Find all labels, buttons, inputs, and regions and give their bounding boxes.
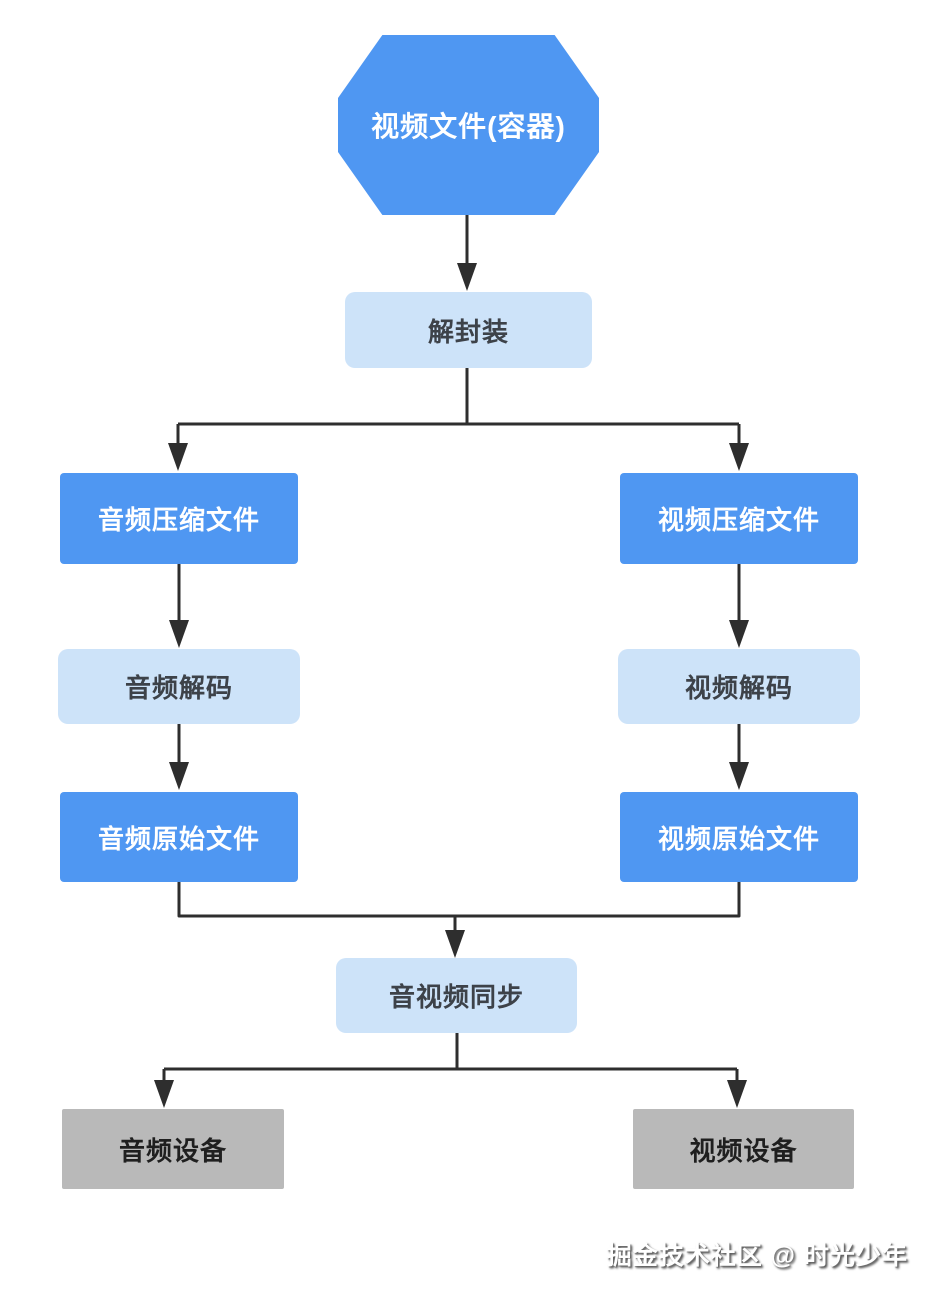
node-video-device: 视频设备	[633, 1109, 854, 1189]
node-av-sync: 音视频同步	[336, 958, 577, 1033]
arrowhead-icon	[154, 1080, 174, 1108]
node-label: 音频设备	[118, 1135, 227, 1166]
arrowheads	[154, 263, 749, 1108]
arrowhead-icon	[445, 930, 465, 958]
watermark-text: 掘金技术社区 @ 时光少年	[606, 1242, 908, 1270]
arrowhead-icon	[727, 1080, 747, 1108]
arrowhead-icon	[169, 762, 189, 790]
node-label: 视频压缩文件	[657, 505, 820, 535]
node-label: 视频解码	[684, 673, 793, 703]
node-video-file-container: 视频文件(容器)	[338, 35, 599, 215]
connector-lines	[162, 215, 741, 1080]
arrowhead-icon	[729, 443, 749, 471]
node-label: 视频原始文件	[657, 823, 820, 854]
node-audio-decode: 音频解码	[58, 649, 300, 724]
node-demux: 解封装	[345, 292, 592, 368]
node-label: 音频原始文件	[97, 823, 260, 854]
arrowhead-icon	[169, 620, 189, 648]
node-video-raw-file: 视频原始文件	[620, 792, 858, 882]
node-label: 视频文件(容器)	[371, 111, 566, 142]
node-label: 音频压缩文件	[97, 505, 260, 535]
node-label: 音频解码	[124, 673, 233, 703]
node-label: 音视频同步	[388, 982, 524, 1012]
node-audio-device: 音频设备	[62, 1109, 284, 1189]
arrowhead-icon	[457, 263, 477, 291]
node-label: 视频设备	[689, 1135, 798, 1166]
node-audio-compressed-file: 音频压缩文件	[60, 473, 298, 564]
node-audio-raw-file: 音频原始文件	[60, 792, 298, 882]
node-video-compressed-file: 视频压缩文件	[620, 473, 858, 564]
arrowhead-icon	[729, 762, 749, 790]
arrowhead-icon	[729, 620, 749, 648]
node-label: 解封装	[427, 316, 509, 347]
arrowhead-icon	[168, 443, 188, 471]
node-video-decode: 视频解码	[618, 649, 860, 724]
